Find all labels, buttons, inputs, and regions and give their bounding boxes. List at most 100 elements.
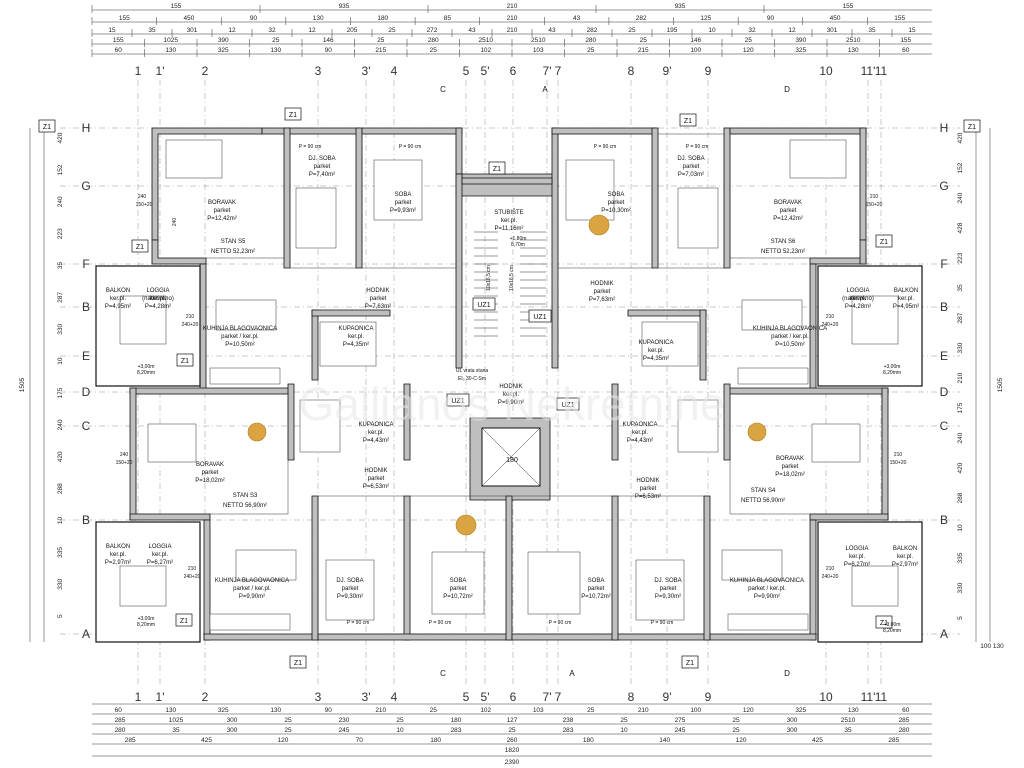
dimension-value: 175 (957, 402, 964, 413)
window-dim: 210 (894, 452, 903, 458)
grid-row-label: B (940, 513, 948, 527)
bathtub-icon (641, 321, 699, 367)
dimension-value: 130 (848, 47, 859, 54)
apartment-name: STAN S5 (221, 239, 246, 245)
room-name: DJ. SOBA (677, 156, 704, 162)
dimension-value: 210 (507, 15, 518, 22)
dimension-value: 120 (743, 47, 754, 54)
room-area: P=4,43m² (627, 438, 653, 444)
outdoor-table-icon (851, 295, 899, 345)
door-note: P = 90 cm (347, 620, 370, 626)
window-tag: UZ1 (533, 314, 546, 321)
dimension-value: 5 (957, 616, 964, 620)
dimension-value: 25 (745, 37, 753, 44)
grid-column-label: 9 (705, 690, 712, 704)
dimension-value: 240 (957, 432, 964, 443)
bed-icon (373, 159, 423, 221)
grid-column-label: 11 (875, 690, 888, 704)
grid-column-label: 3 (315, 64, 322, 78)
room-finish: parket (368, 476, 385, 482)
dimension-value: 25 (587, 707, 595, 714)
room-finish: parket / ker.pl. (748, 586, 786, 592)
grid-row-label: G (939, 179, 948, 193)
grid-column-label: 10 (819, 690, 833, 704)
room-finish: ker.pl. (110, 296, 126, 302)
window-tag-box (488, 161, 506, 175)
dimension-value: 12 (788, 27, 796, 34)
window-dim: 240 (138, 194, 147, 200)
dimension-value: 330 (957, 342, 964, 353)
room-finish: ker.pl. (632, 430, 648, 436)
dimension-value: 300 (787, 717, 798, 724)
dining-table-icon (721, 549, 783, 581)
entrance-note: UL vrata stana (456, 368, 489, 374)
dimension-value: 10 (57, 517, 64, 525)
dimension-value: 210 (957, 372, 964, 383)
outdoor-table-icon (851, 565, 899, 607)
room-name: HODNIK (364, 468, 387, 474)
window-tag: UZ1 (451, 398, 464, 405)
dimension-value: 287 (957, 312, 964, 323)
room-finish: parket / ker.pl. (233, 586, 271, 592)
grid-column-label: 1 (135, 690, 142, 704)
dimension-value: 283 (451, 727, 462, 734)
dimension-value: 70 (356, 737, 364, 744)
section-mark-c: C (440, 85, 446, 94)
room-area: P=18,02m² (775, 472, 805, 478)
dimension-value: 280 (899, 727, 910, 734)
room-area: P=4,35m² (343, 342, 369, 348)
door-note: P = 90 cm (686, 144, 709, 150)
dimension-value: 330 (57, 323, 64, 334)
window-dim: 240+20 (822, 574, 839, 580)
section-mark-c: C (440, 669, 446, 678)
dimension-value: 180 (377, 15, 388, 22)
dimension-value: 205 (347, 27, 358, 34)
room-area: P=10,50m² (775, 342, 805, 348)
dimension-value: 210 (507, 3, 518, 10)
grid-row-label: D (82, 385, 91, 399)
window-tag: Z1 (43, 124, 51, 131)
dimension-value: 175 (57, 387, 64, 398)
dimension-value: 152 (57, 164, 64, 175)
room-name: BALKON (894, 288, 918, 294)
window-tag: Z1 (181, 358, 189, 365)
room-area: P=12,42m² (207, 216, 237, 222)
window-dim: 150+20 (116, 460, 133, 466)
dimension-value: 90 (767, 15, 775, 22)
window-tag-box (175, 613, 193, 627)
level-mark: +3,00m (138, 616, 155, 622)
room-finish: parket (342, 586, 359, 592)
dimension-value: 285 (115, 717, 126, 724)
dimension-value: 280 (428, 37, 439, 44)
dimension-value: 130 (848, 707, 859, 714)
grid-row-label: C (940, 419, 949, 433)
section-mark-a: A (542, 85, 548, 94)
stair-note: 10x16,5 cm (486, 265, 492, 291)
window-dim: 150+20 (866, 202, 883, 208)
bed-icon (295, 187, 337, 249)
dimension-value: 25 (430, 707, 438, 714)
room-name: STUBIŠTE (494, 209, 523, 216)
outdoor-table-icon (119, 295, 167, 345)
dimension-value: 275 (675, 717, 686, 724)
dimension-value: 60 (902, 47, 910, 54)
dimension-value: 325 (795, 707, 806, 714)
dimension-value: 155 (171, 3, 182, 10)
grid-column-label: 5' (481, 64, 490, 78)
dimension-value: 35 (957, 284, 964, 292)
grid-column-label: 10 (819, 64, 833, 78)
room-finish: parket (314, 164, 331, 170)
dimension-value: 1025 (164, 37, 179, 44)
door-note: P = 90 cm (429, 620, 452, 626)
door-note: P = 90 cm (549, 620, 572, 626)
window-dim: 240+20 (184, 574, 201, 580)
dimension-value: 12 (228, 27, 236, 34)
section-mark-d: D (784, 669, 790, 678)
grid-column-label: 9' (663, 64, 672, 78)
dimension-value: 35 (172, 727, 180, 734)
dimension-value: 102 (480, 707, 491, 714)
room-name: KUPAONICA (359, 422, 394, 428)
window-dim: 210 (826, 314, 835, 320)
